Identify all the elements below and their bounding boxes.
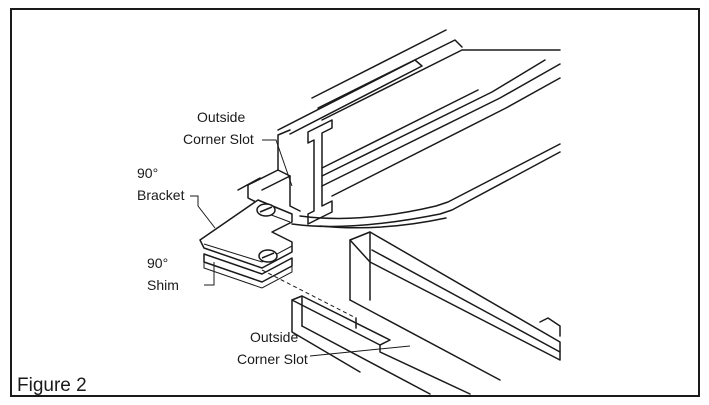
lower-frame xyxy=(291,231,561,395)
bracket-screw-top xyxy=(256,203,276,217)
figure-caption: Figure 2 xyxy=(17,375,87,396)
leader-shim xyxy=(204,262,215,286)
label-shim-1: 90° xyxy=(147,255,168,271)
label-shim-2: Shim xyxy=(147,277,179,293)
label-bracket-1: 90° xyxy=(137,165,158,181)
bracket-screw-bottom xyxy=(258,249,278,263)
label-outside-corner-slot-bottom-1: Outside xyxy=(250,329,298,345)
bracket-90 xyxy=(199,199,293,269)
label-outside-corner-slot-top-2: Corner Slot xyxy=(183,131,254,147)
shim-90 xyxy=(203,253,293,289)
leader-slot-bottom xyxy=(309,345,411,357)
figure-border xyxy=(10,8,700,397)
label-bracket-2: Bracket xyxy=(137,187,185,203)
alignment-line xyxy=(261,269,357,319)
leader-lines xyxy=(190,139,411,357)
upper-extrusion xyxy=(237,29,561,229)
leader-slot-top xyxy=(262,139,293,187)
leader-bracket xyxy=(190,195,216,229)
label-outside-corner-slot-top-1: Outside xyxy=(197,109,245,125)
label-outside-corner-slot-bottom-2: Corner Slot xyxy=(237,351,308,367)
